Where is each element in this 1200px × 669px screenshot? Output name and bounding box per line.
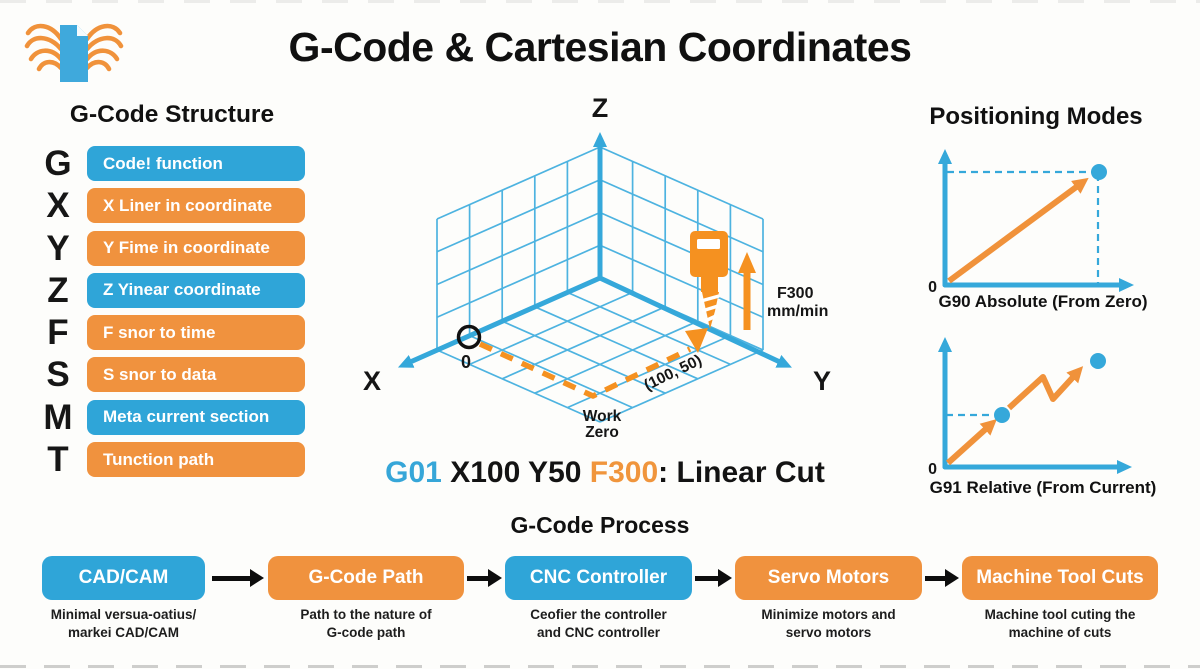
process-caption: Ceofier the controller and CNC controlle… bbox=[530, 607, 667, 640]
process-box: G-Code Path bbox=[268, 556, 464, 600]
structure-row: F F snor to time bbox=[33, 313, 305, 353]
origin-marker bbox=[456, 324, 482, 350]
page-title: G-Code & Cartesian Coordinates bbox=[288, 24, 912, 70]
process-box: CAD/CAM bbox=[42, 556, 205, 600]
process-box: Machine Tool Cuts bbox=[962, 556, 1158, 600]
g91-move-arrow-2 bbox=[1006, 366, 1084, 411]
g91-intermediate-point bbox=[994, 407, 1010, 423]
g91-origin-label: 0 bbox=[928, 461, 937, 478]
process-step: Servo Motors Minimize motors and servo m… bbox=[735, 556, 922, 656]
process-step: CNC Controller Ceofier the controller an… bbox=[505, 556, 692, 656]
g90-target-point bbox=[1091, 164, 1107, 180]
document-icon bbox=[60, 25, 88, 82]
letter-label: S bbox=[46, 355, 70, 395]
letter-description-pill: X Liner in coordinate bbox=[87, 188, 305, 224]
letter-description-pill: F snor to time bbox=[87, 315, 305, 351]
work-zero-label-line2: Zero bbox=[585, 424, 619, 441]
x-axis-label: X bbox=[363, 366, 381, 396]
structure-row: Z Z Yinear coordinate bbox=[33, 270, 305, 310]
letter-description-pill: Z Yinear coordinate bbox=[87, 272, 305, 308]
letter-label: F bbox=[47, 313, 69, 353]
g90-absolute-graph: 0 bbox=[928, 149, 1134, 292]
process-caption: Machine tool cuting the machine of cuts bbox=[984, 607, 1136, 640]
gcode-command-example: G01 X100 Y50 F300: Linear Cut bbox=[330, 456, 880, 490]
gcode-structure-list: G Code! function X X Liner in coordinate… bbox=[33, 146, 305, 484]
logo-winged-document bbox=[24, 23, 124, 82]
g91-caption: G91 Relative (From Current) bbox=[929, 478, 1157, 497]
letter-description-pill: Meta current section bbox=[87, 399, 305, 435]
g90-move-arrow bbox=[947, 177, 1089, 284]
work-zero-label-line1: Work bbox=[583, 408, 622, 425]
process-caption: Path to the nature of G-code path bbox=[300, 607, 432, 640]
g90-origin-label: 0 bbox=[928, 279, 937, 292]
feed-rate-label-line2: mm/min bbox=[767, 303, 828, 320]
structure-row: G Code! function bbox=[33, 146, 305, 181]
command-description: : Linear Cut bbox=[658, 456, 825, 489]
y-axis-label: Y bbox=[813, 366, 831, 396]
g90-caption: G90 Absolute (From Zero) bbox=[938, 292, 1148, 311]
letter-label: X bbox=[46, 186, 70, 226]
process-step: CAD/CAM Minimal versua-oatius/ markei CA… bbox=[42, 556, 205, 656]
letter-label: M bbox=[43, 397, 73, 437]
letter-label: Z bbox=[47, 270, 69, 310]
wings-icon bbox=[24, 23, 124, 72]
structure-row: X X Liner in coordinate bbox=[33, 186, 305, 226]
process-step: Machine Tool Cuts Machine tool cuting th… bbox=[962, 556, 1158, 656]
feed-rate-label-line1: F300 bbox=[777, 285, 814, 302]
z-axis-label: Z bbox=[592, 93, 609, 123]
structure-row: M Meta current section bbox=[33, 397, 305, 437]
letter-description-pill: Tunction path bbox=[87, 442, 305, 478]
process-caption: Minimize motors and servo motors bbox=[761, 607, 896, 640]
letter-label: G bbox=[44, 144, 72, 183]
structure-row: T Tunction path bbox=[33, 440, 305, 480]
cnc-tool-icon bbox=[690, 231, 728, 329]
process-caption: Minimal versua-oatius/ markei CAD/CAM bbox=[50, 607, 197, 640]
letter-label: Y bbox=[46, 228, 70, 268]
toolpath-arrowhead-icon bbox=[685, 328, 708, 353]
process-box: CNC Controller bbox=[505, 556, 692, 600]
origin-label: 0 bbox=[461, 352, 471, 372]
flow-arrow-icon bbox=[925, 568, 959, 588]
structure-row: Y Y Fime in coordinate bbox=[33, 228, 305, 268]
structure-heading: G-Code Structure bbox=[69, 101, 275, 128]
flow-arrow-icon bbox=[695, 568, 732, 588]
positioning-modes-heading: Positioning Modes bbox=[929, 103, 1143, 130]
top-edge-dashes bbox=[0, 0, 1200, 3]
bottom-edge-dashes bbox=[0, 665, 1200, 668]
letter-description-pill: Y Fime in coordinate bbox=[87, 230, 305, 266]
letter-description-pill: S snor to data bbox=[87, 357, 305, 393]
process-step: G-Code Path Path to the nature of G-code… bbox=[268, 556, 464, 656]
feed-direction-arrow-icon bbox=[738, 252, 756, 330]
y-axis bbox=[597, 275, 792, 368]
g01-token: G01 bbox=[385, 456, 451, 489]
flow-arrow-icon bbox=[212, 568, 264, 588]
g91-target-point bbox=[1090, 353, 1106, 369]
process-box: Servo Motors bbox=[735, 556, 922, 600]
xy-token: X100 Y50 bbox=[450, 456, 590, 489]
f300-token: F300 bbox=[589, 456, 659, 489]
cartesian-3d-diagram: Z X Y 0 (100, 50) Work Zero F300 mm/min bbox=[363, 93, 831, 441]
structure-row: S S snor to data bbox=[33, 355, 305, 395]
process-heading: G-Code Process bbox=[510, 512, 690, 538]
g91-move-arrow-1 bbox=[945, 418, 997, 466]
g91-relative-graph: 0 bbox=[928, 337, 1132, 478]
letter-label: T bbox=[47, 440, 69, 480]
letter-description-pill: Code! function bbox=[87, 146, 305, 181]
toolpath-dashed-line bbox=[478, 341, 692, 399]
x-axis bbox=[397, 275, 603, 368]
flow-arrow-icon bbox=[467, 568, 502, 588]
